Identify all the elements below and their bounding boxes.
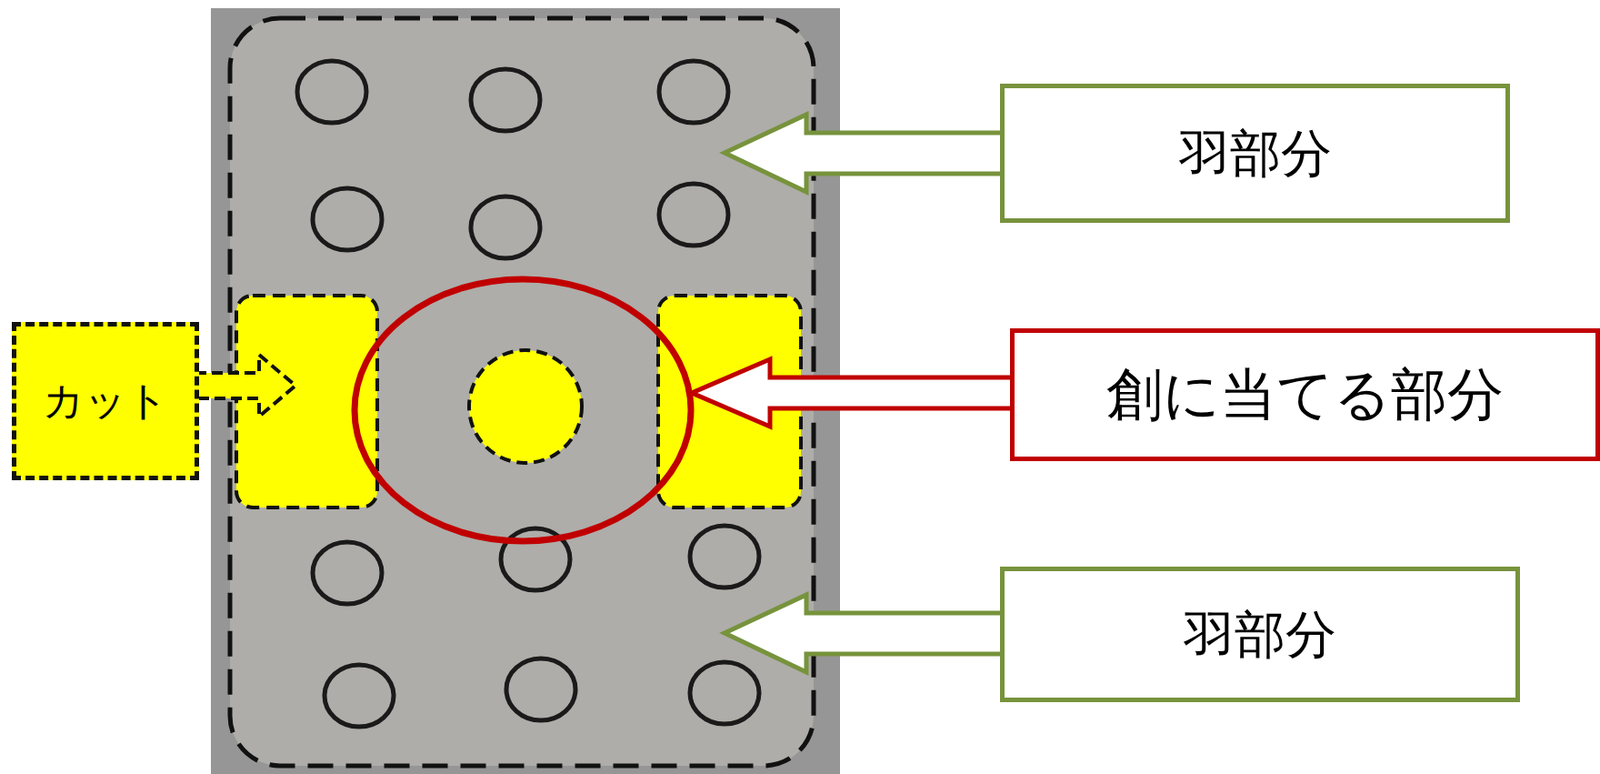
circle-mark bbox=[470, 196, 540, 259]
circle-mark bbox=[297, 60, 367, 123]
label-box: 創に当てる部分 bbox=[1010, 328, 1600, 461]
cut-hole bbox=[469, 350, 582, 463]
cut-arrow bbox=[195, 354, 296, 417]
label-box: 羽部分 bbox=[1000, 566, 1520, 702]
circle-mark bbox=[312, 188, 382, 250]
label-box: 羽部分 bbox=[1000, 83, 1510, 223]
callout-arrow bbox=[724, 594, 1004, 672]
wound-area-ring bbox=[354, 279, 691, 541]
node-label: 羽部分 bbox=[1183, 603, 1337, 665]
callout-arrow bbox=[724, 114, 1004, 192]
circle-mark bbox=[690, 661, 760, 724]
node-label: 創に当てる部分 bbox=[1106, 360, 1504, 429]
node-label: カット bbox=[42, 376, 169, 426]
callout-arrow bbox=[691, 359, 1014, 427]
circle-mark bbox=[690, 525, 760, 588]
circle-mark bbox=[470, 69, 540, 131]
circle-mark bbox=[506, 658, 576, 720]
circle-mark bbox=[324, 664, 394, 727]
cut-label-box: カット bbox=[11, 321, 200, 480]
node-label: 羽部分 bbox=[1179, 122, 1332, 184]
circle-mark bbox=[312, 541, 382, 604]
circle-mark bbox=[659, 183, 729, 246]
circle-mark bbox=[659, 60, 729, 123]
